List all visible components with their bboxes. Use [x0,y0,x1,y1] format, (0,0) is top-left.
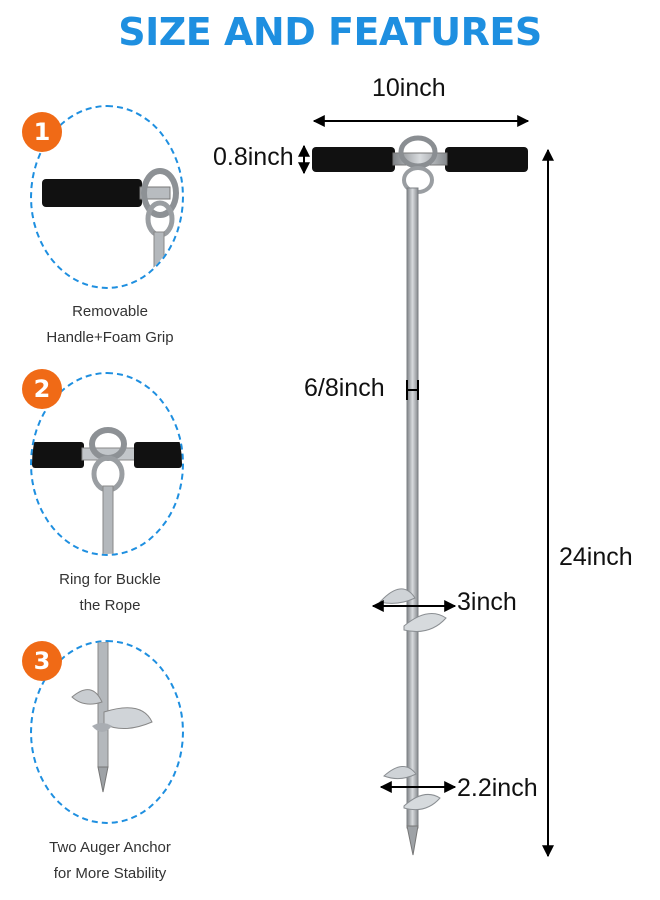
feature-2-caption-line1: Ring for Buckle [59,571,161,588]
badge-3: 3 [22,641,62,681]
feature-1-caption: Removable Handle+Foam Grip [10,299,210,351]
handle-length-label: 10inch [372,74,446,102]
feature-2-caption: Ring for Buckle the Rope [10,567,210,619]
stake-tip [406,825,419,856]
grip-height-label: 0.8inch [213,143,294,171]
total-height-label: 24inch [559,543,633,571]
feature-3-caption-line1: Two Auger Anchor [49,839,171,856]
upper-auger-label: 3inch [457,588,517,616]
badge-1: 1 [22,112,62,152]
rod-diameter-marker [406,380,419,400]
rod [406,187,419,829]
badge-2: 2 [22,369,62,409]
feature-1-caption-line1: Removable [72,303,148,320]
feature-3-caption-line2: for More Stability [53,865,167,882]
lower-auger-label: 2.2inch [457,774,538,802]
feature-1-caption-line2: Handle+Foam Grip [46,329,174,346]
rod-diameter-label: 6/8inch [304,374,385,402]
feature-2-caption-line2: the Rope [79,597,141,614]
handle [312,135,528,194]
feature-3-caption: Two Auger Anchor for More Stability [10,835,210,887]
lower-auger [383,766,441,811]
page-title: SIZE AND FEATURES [118,10,542,54]
